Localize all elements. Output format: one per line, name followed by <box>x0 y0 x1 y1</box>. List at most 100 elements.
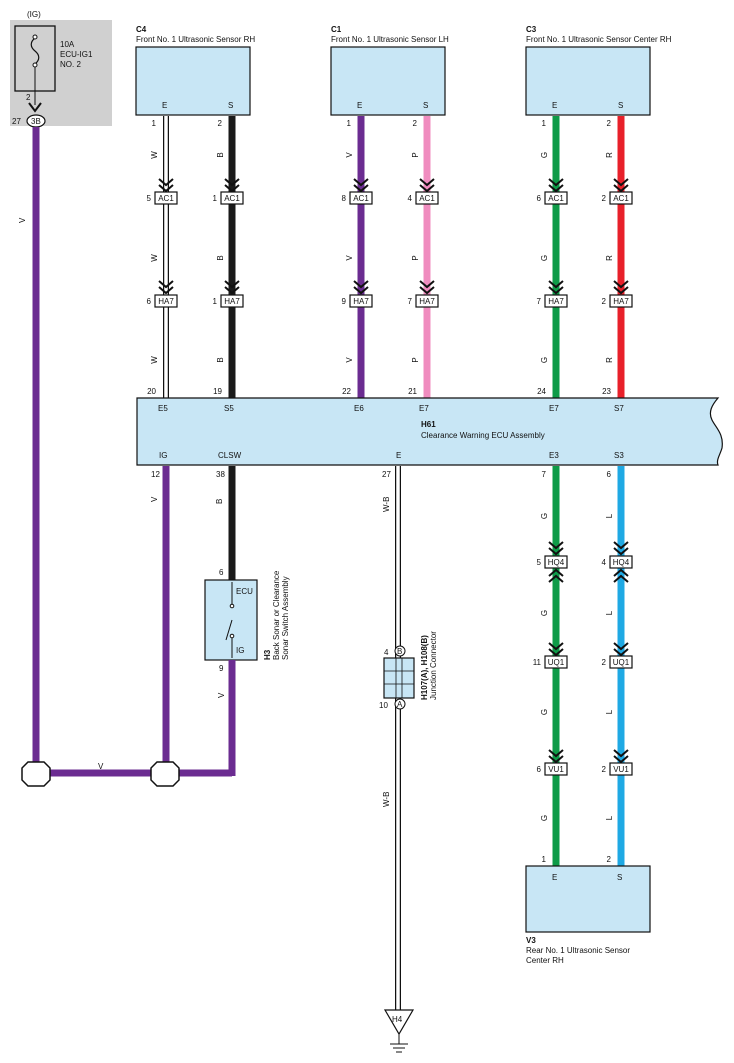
switch-code: H3 <box>263 649 272 660</box>
pin-e-label: E <box>162 101 167 110</box>
junction-connector: B 4 A 10 H107(A), H108(B) Junction Conne… <box>379 631 438 710</box>
w-c3e-conn-ha7 <box>544 294 568 308</box>
chevron-down-icon <box>548 280 564 289</box>
ecu-pin-e7b: E7 <box>549 404 559 413</box>
w-c1e-conn-ac1 <box>349 191 373 205</box>
fuse-pin-top: 2 <box>26 93 31 102</box>
chevron-down-icon <box>548 749 564 758</box>
switch-wire-label: V <box>217 692 226 698</box>
w-c4s-pin-ecu: 19 <box>213 387 222 396</box>
fuse-icon <box>30 37 40 65</box>
e3-wire-conn-hq4 <box>544 555 568 569</box>
e3-wire-conn-uq1-label: UQ1 <box>548 658 565 667</box>
w-c3e-label-1: G <box>540 152 549 158</box>
junction-pin-b-label: B <box>397 647 402 656</box>
chevron-down-icon <box>353 280 369 289</box>
fuse-block: (IG) 10A ECU-IG1 NO. 2 2 3B 27 <box>10 10 112 128</box>
chevron-down-icon <box>613 648 629 657</box>
splice-point-right <box>150 761 180 787</box>
w-c3s-label-2: R <box>605 255 614 261</box>
switch-label-ig: IG <box>236 646 244 655</box>
w-c1s-pin-sensor: 2 <box>413 119 418 128</box>
ecu-name: Clearance Warning ECU Assembly <box>421 431 545 440</box>
s3-wire-pin-ecu: 6 <box>607 470 612 479</box>
chevron-down-icon <box>419 184 435 193</box>
w-c3s-conn-ac1-pin: 2 <box>602 194 607 203</box>
s3-wire-conn-vu1-pin: 2 <box>602 765 607 774</box>
w-c3s-conn-ac1-label: AC1 <box>613 194 629 203</box>
w-c3e-conn-ha7-label: HA7 <box>548 297 564 306</box>
chevron-down-icon <box>224 184 240 193</box>
s3-wire-pin-sensor: 2 <box>607 855 612 864</box>
w-c1e-label-1: V <box>345 152 354 158</box>
s3-wire-label-4: L <box>605 815 614 820</box>
e3-wire-label-1: G <box>540 513 549 519</box>
switch-h3: 6 ECU IG 9 H3 Back Sonar or Clearance So… <box>204 568 290 673</box>
pin-e-label: E <box>552 873 557 882</box>
ecu-code: H61 <box>421 420 436 429</box>
w-c1s-conn-ac1 <box>415 191 439 205</box>
w-c4e-label-1: W <box>150 151 159 159</box>
switch-name-2: Sonar Switch Assembly <box>281 576 290 660</box>
sensor-box <box>525 46 651 116</box>
w-c1e-conn-ac1-label: AC1 <box>353 194 369 203</box>
ground-code: H4 <box>392 1015 403 1024</box>
w-c3e-conn-ac1-label: AC1 <box>548 194 564 203</box>
switch-contact-icon <box>225 619 233 641</box>
w-c3e-label-2: G <box>540 255 549 261</box>
e3-wire-conn-uq1 <box>544 655 568 669</box>
sensor-code: C4 <box>136 25 147 34</box>
w-c4s-label-1: B <box>216 152 225 157</box>
w-c4s-conn-ha7 <box>220 294 244 308</box>
sensor-box <box>525 865 651 933</box>
chevron-down-icon <box>613 642 629 651</box>
e-pin: 27 <box>382 470 391 479</box>
top-wires: 1AC15HA7620WWW2AC11HA7119BBB1AC18HA7922V… <box>147 116 633 398</box>
w-c4s-label-2: B <box>216 255 225 260</box>
switch-label-ecu: ECU <box>236 587 253 596</box>
splice-point-left <box>21 761 51 787</box>
w-c1e-label-3: V <box>345 357 354 363</box>
switch-box <box>204 579 258 661</box>
w-c3s-conn-ha7-label: HA7 <box>613 297 629 306</box>
s3-wire-conn-uq1 <box>609 655 633 669</box>
chevron-down-icon <box>548 178 564 187</box>
sensor-name-1: Rear No. 1 Ultrasonic Sensor <box>526 946 630 955</box>
ecu-pin-s7: S7 <box>614 404 624 413</box>
w-c3s-pin-ecu: 23 <box>602 387 611 396</box>
w-c1s-label-2: P <box>411 255 420 260</box>
w-c3e-conn-ac1 <box>544 191 568 205</box>
sensor-code: C3 <box>526 25 537 34</box>
fuse-terminal-icon <box>32 34 38 40</box>
ecu-pin-s3: S3 <box>614 451 624 460</box>
junction-pin-a <box>394 698 406 710</box>
ground-h4: H4 <box>383 1009 415 1053</box>
w-c4s-pin-sensor: 2 <box>218 119 223 128</box>
w-c3s-conn-ac1 <box>609 191 633 205</box>
junction-code: H107(A), H108(B) <box>420 635 429 700</box>
s3-wire-label-2: L <box>605 610 614 615</box>
w-c1s-label-1: P <box>411 152 420 157</box>
chevron-down-icon <box>158 178 174 187</box>
w-c4s-conn-ha7-label: HA7 <box>224 297 240 306</box>
w-c1s-conn-ac1-pin: 4 <box>408 194 413 203</box>
clsw-wire-label: B <box>215 499 224 504</box>
w-c1s-conn-ha7 <box>415 294 439 308</box>
fuse-background <box>10 20 112 126</box>
ig-pin: 12 <box>151 470 160 479</box>
w-c3e-label-3: G <box>540 357 549 363</box>
pin-s-label: S <box>618 101 623 110</box>
w-c4s-conn-ac1-pin: 1 <box>213 194 218 203</box>
w-c1e-conn-ha7-pin: 9 <box>342 297 347 306</box>
chevron-up-icon <box>613 574 629 583</box>
e-wire-label-top: W-B <box>382 497 391 512</box>
chevron-down-icon <box>224 280 240 289</box>
ground-connector-icon <box>383 1009 415 1036</box>
ecu-pin-e6: E6 <box>354 404 364 413</box>
switch-pin-bottom: 9 <box>219 664 224 673</box>
chevron-down-icon <box>548 648 564 657</box>
chevron-down-icon <box>548 541 564 550</box>
chevron-down-icon <box>548 286 564 295</box>
sensor-box <box>330 46 446 116</box>
